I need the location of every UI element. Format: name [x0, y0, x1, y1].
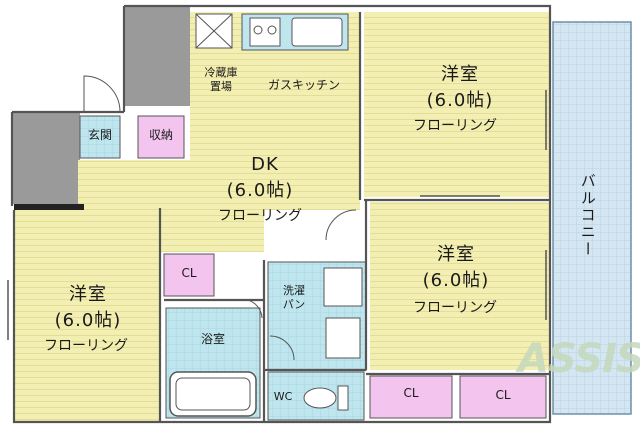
toilet — [303, 387, 337, 409]
closet-bottom-2 — [459, 375, 547, 419]
window-marks — [7, 90, 547, 340]
door-swing-dk — [325, 209, 357, 241]
bedroom-top-floor-label: フローリング — [413, 118, 497, 134]
balcony-label: バルコニー — [578, 172, 597, 258]
stove — [249, 17, 281, 47]
balcony-area — [552, 21, 632, 415]
wall-thick — [14, 204, 84, 210]
bedroom-left-name: 洋室 — [69, 284, 107, 305]
dk-floor-corner — [160, 208, 264, 252]
dk-size: (6.0帖) — [226, 180, 294, 201]
closet-bottom-1 — [369, 375, 453, 419]
bedroom-mid-size: (6.0帖) — [422, 270, 490, 291]
column-top — [124, 6, 190, 106]
bedroom-mid-floor — [370, 202, 550, 370]
closet-dk — [163, 253, 215, 297]
closet-bottom-1-label: CL — [403, 386, 419, 400]
washer-pan — [323, 267, 363, 307]
bedroom-left-size: (6.0帖) — [54, 310, 122, 331]
door-swing-laundry — [269, 335, 295, 361]
fridge-label: 冷蔵庫 置場 — [204, 66, 238, 93]
entrance-side — [12, 112, 80, 204]
entrance-door-swing — [83, 75, 121, 113]
storage-shuno — [137, 115, 185, 159]
closet-dk-label: CL — [181, 266, 197, 280]
entrance-floor — [79, 115, 121, 159]
storage-label: 収納 — [148, 128, 173, 142]
door-swing-bath — [247, 299, 263, 319]
walls — [10, 4, 552, 424]
closet-bottom-2-label: CL — [495, 388, 511, 402]
dk-floor-lower — [78, 160, 360, 210]
bedroom-left-floor-label: フローリング — [44, 338, 128, 354]
laundry-label: 洗濯 パン — [282, 284, 306, 311]
entrance-label: 玄関 — [87, 128, 112, 142]
bedroom-top-name: 洋室 — [441, 64, 479, 85]
bedroom-mid-floor-label: フローリング — [413, 300, 497, 316]
sink — [291, 17, 343, 47]
bedroom-left-floor — [14, 210, 160, 422]
dk-name: DK — [251, 154, 279, 175]
dk-floor-label: フローリング — [218, 208, 302, 224]
bathtub — [169, 371, 257, 417]
washbasin — [325, 317, 361, 359]
bedroom-top-floor — [364, 12, 550, 197]
watermark-logo: ASSIST — [518, 336, 640, 382]
bathroom-label: 浴室 — [200, 332, 225, 346]
wc-label: WC — [273, 390, 293, 403]
gas-kitchen-label: ガスキッチン — [267, 78, 340, 92]
bedroom-top-size: (6.0帖) — [426, 90, 494, 111]
bedroom-mid-name: 洋室 — [437, 244, 475, 265]
